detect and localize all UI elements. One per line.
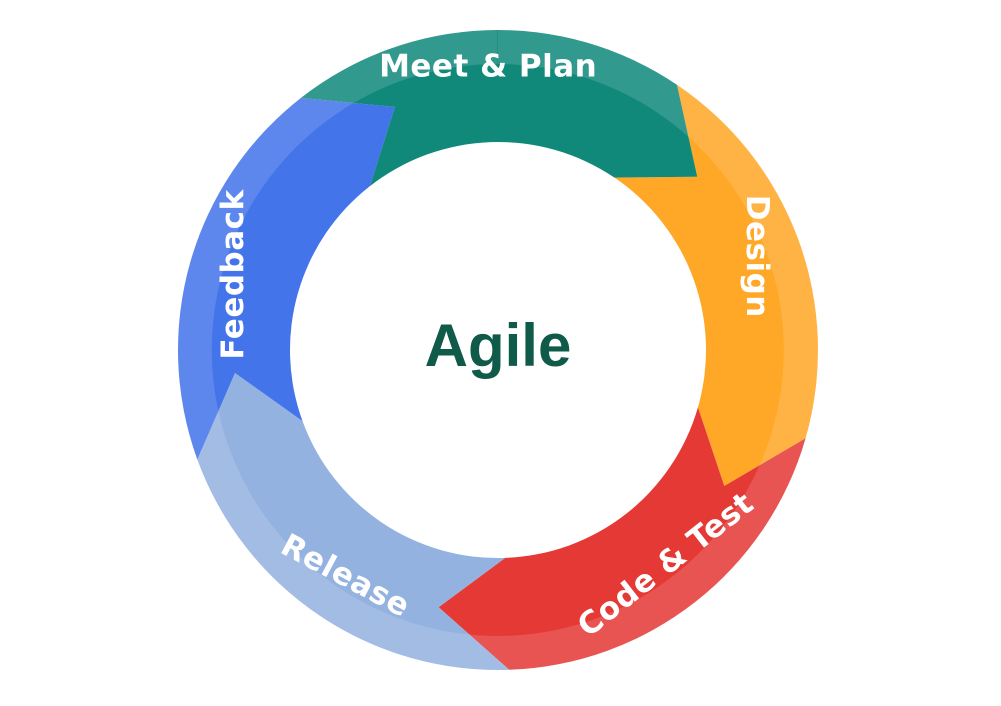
stage-release-arrow	[197, 373, 510, 671]
stage-code-test-arrow	[438, 407, 806, 670]
stage-design-label: Design	[739, 195, 775, 318]
stage-feedback-label: Feedback	[215, 188, 251, 359]
center-title: Agile	[425, 312, 572, 379]
stage-meet-plan-label: Meet & Plan	[379, 49, 597, 85]
stage-meet-plan-arrow	[300, 30, 698, 187]
stage-feedback-arrow	[178, 97, 395, 460]
stage-design-arrow	[614, 84, 818, 486]
